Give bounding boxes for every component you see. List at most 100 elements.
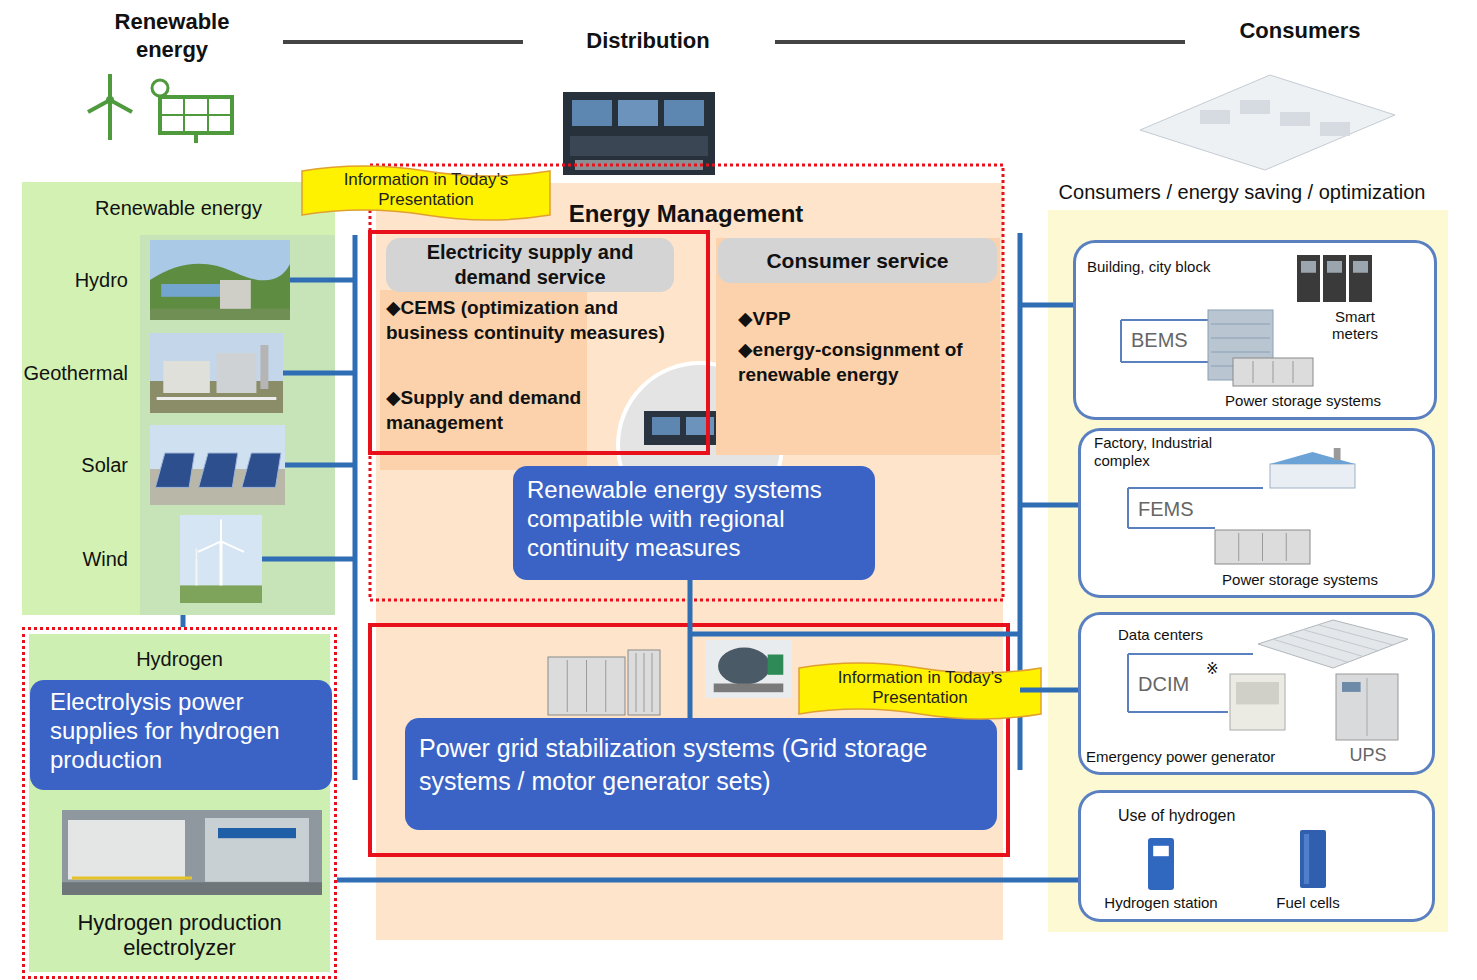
shape-rect — [563, 92, 715, 175]
wire-line — [636, 653, 637, 712]
text-slot: Hydrogen station — [1086, 894, 1236, 912]
shape-path — [799, 663, 1041, 719]
shape-rect — [180, 515, 262, 603]
text-slot: DCIM — [1138, 672, 1189, 696]
wire-line — [1128, 711, 1228, 713]
shape-rect — [714, 684, 784, 693]
node-text: UPS — [1328, 745, 1408, 767]
shape-path — [1270, 452, 1355, 464]
shape-rect — [370, 165, 1003, 600]
node-text: Data centers — [1118, 626, 1203, 644]
shape-rect — [572, 100, 612, 126]
shape-rect — [664, 100, 704, 126]
node-text: Renewable energy — [25, 196, 332, 220]
shape-circle — [106, 96, 114, 104]
wire-line — [1020, 688, 1078, 693]
node-text: Power grid stabilization systems (Grid s… — [419, 732, 983, 797]
text-slot: Geothermal — [12, 361, 128, 385]
consumer-box: Factory, Industrial complexFEMSPower sto… — [1078, 428, 1435, 598]
node-text: Consumer service — [718, 238, 997, 283]
wire-line — [194, 133, 198, 143]
node-text: Smart meters — [1319, 308, 1391, 343]
shape-path — [242, 453, 281, 487]
node-text: Building, city block — [1087, 258, 1210, 276]
wire-line — [160, 114, 232, 116]
process-box: Electrolysis power supplies for hydrogen… — [30, 680, 332, 790]
node-text: Energy Management — [526, 200, 846, 229]
shape-path — [1258, 620, 1408, 668]
node-text: Electricity supply and demand service — [386, 238, 674, 292]
text-slot: Electricity supply and demand service — [386, 238, 674, 292]
wire-line — [72, 877, 192, 880]
shape-rect — [1215, 530, 1310, 564]
shape-rect — [260, 345, 268, 389]
system-box: Renewable energy systems compatible with… — [513, 466, 875, 580]
shape-rect — [1270, 464, 1355, 488]
text-slot: Consumer service — [718, 238, 997, 283]
wire-line — [1286, 533, 1287, 561]
text-slot: Factory, Industrial complex — [1094, 434, 1244, 470]
shape-rect — [1153, 846, 1169, 856]
node-text: Geothermal — [12, 361, 128, 385]
node-text: ※ — [1206, 660, 1219, 678]
wire-line — [108, 100, 112, 140]
wire-line — [1273, 639, 1348, 662]
wire-line — [775, 40, 1185, 44]
wire-line — [690, 632, 1020, 637]
shape-rect — [150, 240, 290, 320]
wire-line — [1121, 319, 1213, 321]
hydrogen-panel: HydrogenHydrogen production electrolyzer… — [22, 627, 337, 979]
shape-rect — [1236, 682, 1279, 704]
wire-line — [262, 557, 355, 562]
node-text: Hydrogen station — [1086, 894, 1236, 912]
shape-rect — [160, 97, 232, 133]
consumer-box: Data centersDCIM※Emergency power generat… — [1078, 612, 1435, 775]
wire-line — [283, 40, 523, 44]
shape-rect — [218, 828, 296, 838]
wire-line — [1293, 361, 1294, 383]
node-text: Fuel cells — [1258, 894, 1358, 912]
text-slot: ※ — [1206, 660, 1219, 678]
shape-rect — [652, 417, 680, 435]
text-slot: Consumers — [1200, 18, 1400, 44]
shape-rect — [150, 425, 285, 505]
text-slot: ◆VPP — [738, 308, 978, 331]
wire-line — [1128, 527, 1215, 529]
wire-line — [644, 653, 645, 712]
consumer-panel: Consumers / energy saving / optimization… — [1048, 210, 1448, 932]
shape-rect — [768, 655, 784, 675]
wire-line — [285, 463, 355, 468]
shape-rect — [1342, 682, 1361, 692]
shape-rect — [570, 136, 708, 156]
text-slot: Solar — [12, 453, 128, 477]
text-slot: Hydrogen — [25, 647, 334, 671]
node-text: ◆energy-consignment of renewable energy — [738, 338, 978, 387]
shape-rect — [1148, 838, 1174, 890]
wire-line — [1253, 361, 1254, 383]
text-slot: Data centers — [1118, 626, 1203, 644]
callout-flag: Information in Today’s Presentation — [300, 163, 552, 223]
shape-rect — [1233, 358, 1313, 386]
wire-line — [652, 653, 653, 712]
node-illustration — [22, 182, 335, 615]
connector-line — [337, 878, 1078, 883]
wire-line — [605, 660, 606, 712]
node-text: Power storage systems — [1223, 392, 1383, 410]
node-text: ◆Supply and demand management — [386, 386, 676, 435]
text-slot: Use of hydrogen — [1118, 806, 1235, 825]
text-slot: Fuel cells — [1258, 894, 1358, 912]
wire-line — [1120, 320, 1122, 362]
shape-path — [150, 264, 290, 320]
service-box: Electricity supply and demand service◆CE… — [368, 230, 710, 455]
wire-line — [1020, 503, 1078, 508]
wire-line — [198, 541, 221, 552]
text-slot: Wind — [12, 547, 128, 571]
node-text: Electrolysis power supplies for hydrogen… — [50, 688, 322, 774]
shape-rect — [217, 353, 257, 393]
text-slot: BEMS — [1131, 328, 1188, 352]
wire-line — [1127, 488, 1129, 528]
node-text: Consumers / energy saving / optimization — [1012, 180, 1472, 204]
shape-rect — [150, 333, 283, 413]
text-slot: ◆energy-consignment of renewable energy — [738, 338, 978, 387]
